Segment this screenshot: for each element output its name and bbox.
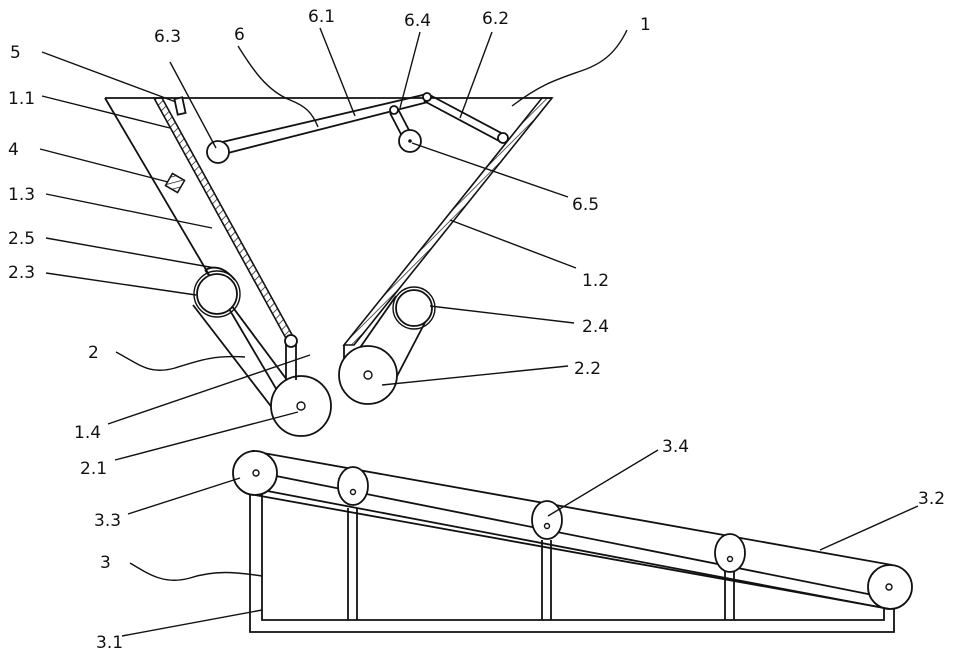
link-lower [424,101,501,142]
plate-hinge [285,335,297,347]
leader-2 [116,352,245,370]
part-labels: 1 5 1.1 4 1.3 2.5 2.3 2 1.4 2.1 6.3 6 6.… [8,7,945,653]
label-3-4: 3.4 [662,437,689,457]
spring-block [165,173,184,192]
roller-2-3 [197,274,237,314]
leader-3-3 [128,478,240,514]
idler-roller-1 [338,467,368,505]
label-2-5: 2.5 [8,229,35,249]
label-3-3: 3.3 [94,511,121,531]
label-3: 3 [100,553,111,573]
idler-roller-2 [532,501,562,539]
label-3-2: 3.2 [918,489,945,509]
belt-3-2-bottom [255,495,890,609]
label-6-1: 6.1 [308,7,335,27]
link-upper [426,93,505,135]
label-3-1: 3.1 [96,633,123,653]
roller-2-4 [396,290,432,326]
label-4: 4 [8,140,19,160]
label-1-4: 1.4 [74,423,101,443]
bottom-conveyor [233,451,912,632]
leader-1 [512,30,627,106]
label-1-3: 1.3 [8,185,35,205]
end-roller-right [868,565,912,609]
label-1: 1 [640,15,651,35]
idler-roller-3 [715,534,745,572]
leader-3-1 [122,610,262,636]
label-6-4: 6.4 [404,11,431,31]
label-2-2: 2.2 [574,359,601,379]
roller-2-2 [339,346,397,404]
leader-6 [238,46,318,127]
end-roller-3-3 [233,451,277,495]
hopper [105,98,552,392]
scraper [174,97,185,114]
leader-5 [42,52,176,102]
leader-6-2 [460,32,492,118]
linkage-mechanism [207,93,508,163]
leader-2-3 [46,273,196,295]
label-2-4: 2.4 [582,317,609,337]
leader-6-5 [412,143,568,197]
label-2-1: 2.1 [80,459,107,479]
label-6-3: 6.3 [154,27,181,47]
label-2: 2 [88,343,99,363]
leader-3-4 [548,450,658,516]
leader-6-1 [320,28,355,116]
roller-2-1 [271,376,331,436]
label-1-2: 1.2 [582,271,609,291]
link-end-joint [498,133,508,143]
label-6-2: 6.2 [482,9,509,29]
label-2-3: 2.3 [8,263,35,283]
label-6: 6 [234,25,245,45]
top-joint [423,93,431,101]
leader-3 [130,563,262,580]
label-1-1: 1.1 [8,89,35,109]
leader-2-4 [430,306,574,323]
leader-1-3 [46,194,212,228]
pivot-ball [207,141,229,163]
leader-1-2 [450,220,576,268]
main-rod-upper [218,94,427,143]
leader-3-2 [820,506,918,550]
crank-pin [390,106,398,114]
leader-2-2 [382,366,568,385]
hopper-outer-left-wall [105,98,278,392]
label-6-5: 6.5 [572,195,599,215]
leader-4 [40,149,168,182]
label-5: 5 [10,43,21,63]
leader-2-1 [115,412,298,460]
